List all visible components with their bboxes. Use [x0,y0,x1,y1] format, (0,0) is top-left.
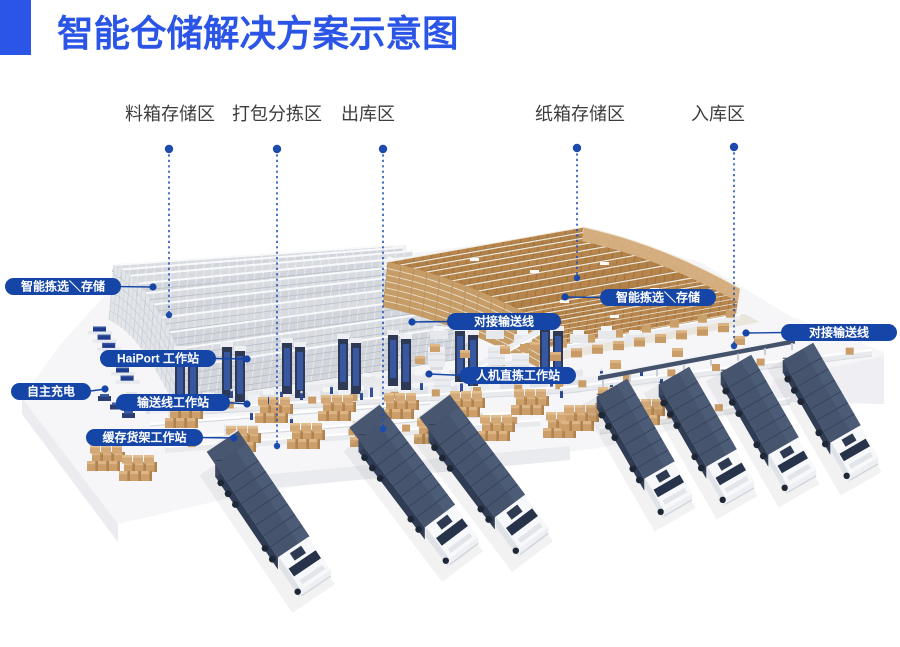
svg-text:智能拣选＼存储: 智能拣选＼存储 [20,279,105,294]
svg-text:智能仓储解决方案示意图: 智能仓储解决方案示意图 [57,13,459,54]
svg-text:料箱存储区: 料箱存储区 [125,104,215,124]
svg-text:输送线工作站: 输送线工作站 [137,395,209,410]
svg-text:缓存货架工作站: 缓存货架工作站 [102,430,186,445]
svg-text:对接输送线: 对接输送线 [474,314,534,329]
svg-text:自主充电: 自主充电 [27,384,75,399]
svg-text:出库区: 出库区 [341,104,395,124]
svg-text:HaiPort 工作站: HaiPort 工作站 [117,351,199,366]
svg-text:打包分拣区: 打包分拣区 [232,104,322,124]
svg-text:纸箱存储区: 纸箱存储区 [535,104,625,124]
svg-text:对接输送线: 对接输送线 [809,325,869,340]
svg-text:智能拣选＼存储: 智能拣选＼存储 [615,290,700,305]
svg-text:入库区: 入库区 [691,104,745,124]
svg-text:人机直拣工作站: 人机直拣工作站 [476,368,560,383]
